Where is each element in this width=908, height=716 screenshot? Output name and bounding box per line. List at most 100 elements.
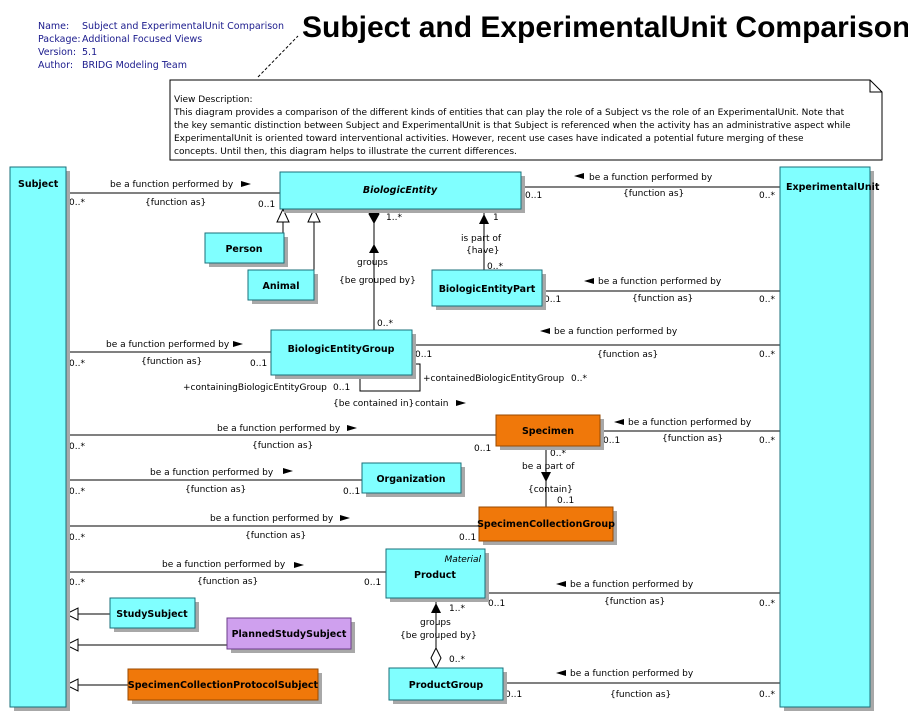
class-organization[interactable]: Organization bbox=[361, 462, 465, 497]
class-animal[interactable]: Animal bbox=[247, 269, 318, 304]
class-product[interactable]: Material Product bbox=[385, 548, 489, 602]
meta-name-value: Subject and ExperimentalUnit Comparison bbox=[82, 21, 284, 32]
label-function-as: {function as} bbox=[141, 357, 202, 367]
class-person[interactable]: Person bbox=[204, 232, 288, 267]
direction-arrow-is-part-of bbox=[479, 214, 489, 224]
note-line-3: ExperimentalUnit is oriented toward inte… bbox=[174, 134, 804, 144]
class-biologic-entity-part[interactable]: BiologicEntityPart bbox=[431, 269, 546, 310]
label-function-as: {function as} bbox=[632, 294, 693, 304]
class-subject[interactable]: Subject bbox=[9, 166, 70, 711]
class-biologic-entity-part-label: BiologicEntityPart bbox=[439, 284, 536, 295]
label-function-as: {function as} bbox=[662, 434, 723, 444]
meta-author-key: Author: bbox=[38, 60, 73, 71]
label-be-contained-in: {be contained in} bbox=[333, 399, 414, 409]
generalization-arrow-scpsubject bbox=[64, 678, 79, 692]
mult-0n: 0..* bbox=[69, 533, 85, 543]
note-heading: View Description: bbox=[174, 95, 253, 105]
mult-0n: 0..* bbox=[69, 442, 85, 452]
diagram-metadata: Name: Subject and ExperimentalUnit Compa… bbox=[38, 21, 284, 71]
class-specimen-label: Specimen bbox=[522, 426, 574, 437]
class-biologic-entity[interactable]: BiologicEntity bbox=[279, 171, 525, 213]
label-be-function: be a function performed by bbox=[217, 424, 341, 434]
label-groups: groups bbox=[357, 258, 388, 268]
direction-arrow-groups bbox=[369, 244, 379, 253]
generalization-arrow-person bbox=[276, 207, 290, 223]
label-be-function: be a function performed by bbox=[150, 468, 274, 478]
class-product-label: Product bbox=[414, 570, 456, 581]
class-experimental-unit[interactable]: ExperimentalUnit bbox=[779, 166, 880, 711]
mult-0n: 0..* bbox=[69, 487, 85, 497]
label-be-function: be a function performed by bbox=[570, 669, 694, 679]
mult-1n: 1..* bbox=[449, 604, 465, 614]
mult-0n: 0..* bbox=[759, 436, 775, 446]
label-be-function: be a function performed by bbox=[554, 327, 678, 337]
class-product-group-label: ProductGroup bbox=[409, 680, 484, 691]
class-biologic-entity-group[interactable]: BiologicEntityGroup bbox=[270, 329, 416, 379]
label-be-function: be a function performed by bbox=[110, 180, 234, 190]
meta-version-key: Version: bbox=[38, 47, 76, 58]
generalization-arrow-plannedstudysubject bbox=[64, 638, 79, 652]
class-study-subject[interactable]: StudySubject bbox=[109, 597, 199, 632]
label-function-as: {function as} bbox=[597, 350, 658, 360]
mult-0n: 0..* bbox=[759, 599, 775, 609]
mult-01: 0..1 bbox=[474, 444, 491, 454]
mult-01: 0..1 bbox=[459, 533, 476, 543]
label-be-a-part-of: be a part of bbox=[522, 462, 575, 472]
mult-1n: 1..* bbox=[386, 213, 402, 223]
meta-name-key: Name: bbox=[38, 21, 69, 32]
class-subject-label: Subject bbox=[18, 179, 59, 190]
label-function-as: {function as} bbox=[245, 531, 306, 541]
class-specimen-collection-group-label: SpecimenCollectionGroup bbox=[477, 519, 615, 530]
meta-author-value: BRIDG Modeling Team bbox=[82, 60, 187, 71]
diagram-title: Subject and ExperimentalUnit Comparison bbox=[302, 11, 908, 44]
class-specimen-collection-protocol-subject[interactable]: SpecimenCollectionProtocolSubject bbox=[127, 668, 322, 704]
mult-01: 0..1 bbox=[505, 690, 522, 700]
mult-01: 0..1 bbox=[488, 599, 505, 609]
mult-01: 0..1 bbox=[333, 383, 350, 393]
label-function-as: {function as} bbox=[185, 485, 246, 495]
connector-adornments bbox=[64, 173, 624, 692]
mult-0n: 0..* bbox=[759, 191, 775, 201]
label-be-function: be a function performed by bbox=[210, 514, 334, 524]
label-be-function: be a function performed by bbox=[628, 418, 752, 428]
note-line-1: This diagram provides a comparison of th… bbox=[173, 108, 845, 118]
mult-01: 0..1 bbox=[343, 487, 360, 497]
label-contained: +containedBiologicEntityGroup bbox=[423, 374, 565, 384]
mult-01: 0..1 bbox=[364, 578, 381, 588]
label-function-as: {function as} bbox=[610, 690, 671, 700]
mult-0n: 0..* bbox=[550, 449, 566, 459]
class-animal-label: Animal bbox=[263, 281, 300, 292]
association-labels: be a function performed by {function as}… bbox=[69, 173, 775, 700]
label-function-as: {function as} bbox=[145, 198, 206, 208]
mult-0n: 0..* bbox=[69, 359, 85, 369]
label-contain-word: contain bbox=[415, 399, 448, 409]
mult-01: 0..1 bbox=[415, 350, 432, 360]
class-specimen-collection-group[interactable]: SpecimenCollectionGroup bbox=[477, 506, 617, 545]
label-is-part-of: is part of bbox=[461, 234, 502, 244]
direction-arrow-be-a-part-of bbox=[541, 472, 551, 482]
mult-0n: 0..* bbox=[487, 262, 503, 272]
class-specimen[interactable]: Specimen bbox=[495, 414, 604, 450]
class-product-group[interactable]: ProductGroup bbox=[388, 667, 507, 704]
label-function-as: {function as} bbox=[252, 441, 313, 451]
class-planned-study-subject-label: PlannedStudySubject bbox=[232, 629, 347, 640]
mult-01: 0..1 bbox=[258, 200, 275, 210]
mult-0n: 0..* bbox=[69, 198, 85, 208]
class-planned-study-subject[interactable]: PlannedStudySubject bbox=[226, 617, 355, 653]
label-function-as: {function as} bbox=[604, 597, 665, 607]
mult-0n: 0..* bbox=[759, 295, 775, 305]
class-person-label: Person bbox=[225, 244, 262, 255]
mult-01: 0..1 bbox=[557, 496, 574, 506]
label-be-function: be a function performed by bbox=[589, 173, 713, 183]
mult-0n: 0..* bbox=[571, 374, 587, 384]
label-be-function: be a function performed by bbox=[162, 560, 286, 570]
label-contain: {contain} bbox=[528, 485, 573, 495]
direction-arrow-product-groups bbox=[431, 603, 441, 613]
title-connector bbox=[257, 35, 299, 78]
label-be-function: be a function performed by bbox=[106, 340, 230, 350]
mult-1: 1 bbox=[493, 213, 499, 223]
mult-0n: 0..* bbox=[449, 655, 465, 665]
meta-package-key: Package: bbox=[38, 34, 81, 45]
generalization-arrow-studysubject bbox=[64, 607, 79, 621]
